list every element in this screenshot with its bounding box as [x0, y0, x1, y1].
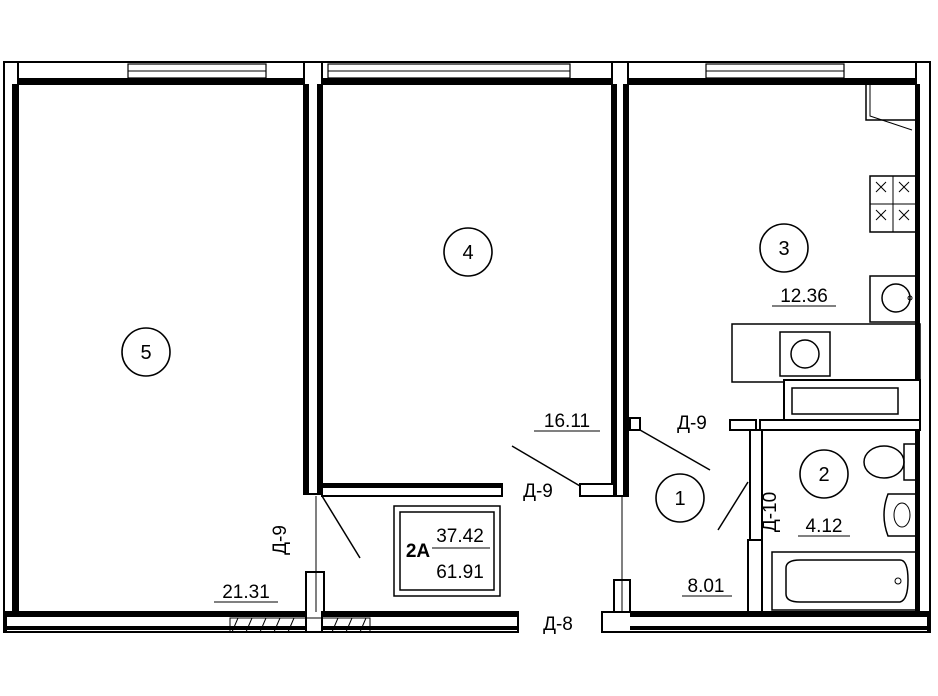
- room-number-5: 5: [121, 327, 171, 377]
- apartment-summary: 2А 37.42 61.91: [393, 505, 501, 597]
- window-room3: [705, 63, 845, 79]
- room-number-2: 2: [799, 449, 849, 499]
- svg-text:8.01: 8.01: [688, 576, 725, 597]
- svg-text:21.31: 21.31: [222, 582, 270, 603]
- kitchen-sink-icon: [869, 275, 917, 323]
- room-number-4: 4: [443, 227, 493, 277]
- door-label-d9-room4: Д-9: [523, 481, 553, 502]
- washbasin-icon: [883, 493, 919, 537]
- door-swing-bathroom: [717, 481, 749, 531]
- partition-room4-room3: [611, 61, 629, 497]
- svg-text:3: 3: [778, 238, 789, 260]
- room-area-3: 12.36: [772, 286, 836, 307]
- kitchen-lower-block: [729, 323, 921, 431]
- svg-text:4: 4: [462, 242, 473, 264]
- bathtub-icon: [771, 551, 917, 611]
- room-area-2: 4.12: [798, 516, 850, 537]
- door-swing-room3: [629, 417, 711, 471]
- left-exterior-wall: [3, 61, 19, 633]
- door-swing-room5: [315, 495, 361, 612]
- room-area-1: 8.01: [682, 576, 732, 597]
- room-area-5: 21.31: [214, 582, 278, 603]
- svg-text:2: 2: [818, 464, 829, 486]
- door-label-d8-entry: Д-8: [543, 614, 573, 635]
- toilet-icon: [863, 443, 919, 481]
- kitchen-top-cabinet: [865, 84, 916, 131]
- room-area-4: 16.11: [534, 411, 600, 432]
- door-swing-room4: [511, 445, 581, 487]
- door-label-d9-room3: Д-9: [677, 413, 707, 434]
- top-exterior-wall: [5, 61, 931, 85]
- stove-icon: [869, 175, 917, 233]
- window-room5: [127, 63, 267, 79]
- door-label-d9-room5: Д-9: [270, 525, 291, 555]
- svg-text:4.12: 4.12: [806, 516, 843, 537]
- wall-hatching: [229, 617, 371, 633]
- bottom-exterior-wall: [5, 611, 929, 633]
- svg-text:1: 1: [674, 488, 685, 510]
- living-area: 37.42: [436, 526, 484, 547]
- svg-text:5: 5: [140, 342, 151, 364]
- partition-bathroom: [747, 419, 921, 615]
- total-area: 61.91: [436, 562, 484, 583]
- right-exterior-wall: [915, 61, 931, 633]
- partition-room5-room4: [303, 61, 323, 495]
- door-label-d10-bath: Д-10: [760, 492, 781, 532]
- room-number-3: 3: [759, 223, 809, 273]
- apartment-type: 2А: [406, 541, 431, 562]
- room-number-1: 1: [655, 473, 705, 523]
- svg-text:12.36: 12.36: [780, 286, 828, 307]
- window-room4: [327, 63, 571, 79]
- washing-machine-icon: [779, 331, 831, 377]
- svg-text:16.11: 16.11: [544, 411, 590, 432]
- partition-room4-bottom: [321, 483, 615, 497]
